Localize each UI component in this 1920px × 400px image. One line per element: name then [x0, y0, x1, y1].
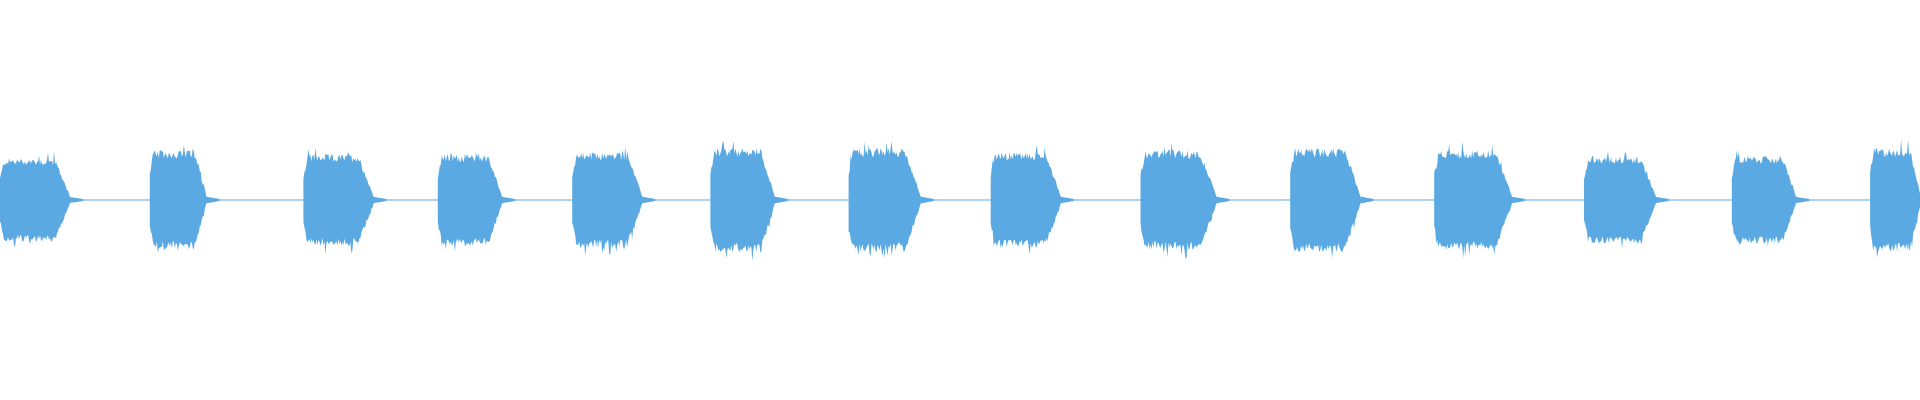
waveform-burst-12	[1584, 151, 1669, 249]
waveform-burst-5	[572, 146, 656, 256]
waveform-burst-1	[0, 150, 84, 247]
waveform-burst-11	[1434, 141, 1525, 259]
waveform-burst-8	[990, 145, 1074, 255]
waveform-burst-13	[1731, 150, 1810, 247]
waveform-burst-10	[1290, 148, 1374, 258]
waveform-burst-3	[303, 147, 387, 254]
waveform-burst-7	[848, 141, 934, 259]
waveform-burst-6	[710, 140, 788, 262]
waveform-burst-9	[1140, 143, 1230, 259]
waveform-burst-4	[437, 152, 516, 252]
waveform-burst-2	[149, 145, 220, 253]
waveform-burst-14	[1870, 139, 1920, 258]
waveform-bursts	[0, 139, 1920, 262]
